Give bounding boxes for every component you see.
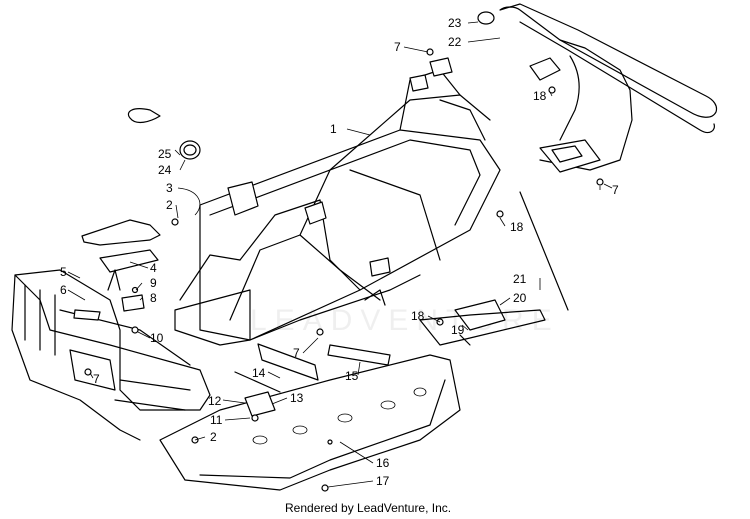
callout-18: 18 (510, 220, 524, 234)
callout-labels: 23 22 7 18 1 25 24 3 2 7 18 4 5 6 9 8 10… (60, 16, 619, 488)
callout-2: 2 (166, 198, 173, 212)
callout-25: 25 (158, 147, 172, 161)
callout-7: 7 (293, 346, 300, 360)
callout-23: 23 (448, 16, 462, 30)
rear-rack (477, 3, 718, 173)
callout-8: 8 (150, 291, 157, 305)
callout-5: 5 (60, 265, 67, 279)
fasteners (84, 48, 604, 492)
callout-18: 18 (533, 89, 547, 103)
callout-21: 21 (513, 272, 527, 286)
skid-plate (159, 343, 461, 491)
callout-7: 7 (612, 183, 619, 197)
right-components (419, 191, 569, 346)
callout-6: 6 (60, 283, 67, 297)
callout-7: 7 (394, 40, 401, 54)
callout-2: 2 (210, 430, 217, 444)
callout-16: 16 (376, 456, 390, 470)
callout-10: 10 (150, 331, 164, 345)
callout-3: 3 (166, 181, 173, 195)
callout-4: 4 (150, 261, 157, 275)
credit-text: Rendered by LeadVenture, Inc. (285, 501, 451, 515)
callout-14: 14 (252, 366, 266, 380)
callout-9: 9 (150, 276, 157, 290)
callout-1: 1 (330, 122, 337, 136)
callout-20: 20 (513, 291, 527, 305)
leader-lines (67, 21, 613, 488)
callout-19: 19 (451, 323, 465, 337)
main-frame (174, 57, 501, 346)
callout-12: 12 (208, 394, 222, 408)
callout-11: 11 (210, 413, 223, 427)
callout-17: 17 (376, 474, 390, 488)
callout-24: 24 (158, 163, 172, 177)
front-bumper (11, 269, 211, 441)
callout-15: 15 (345, 369, 359, 383)
callout-13: 13 (290, 391, 304, 405)
callout-18: 18 (411, 309, 425, 323)
watermark-text: LEADVENTURE (250, 304, 560, 337)
callout-7: 7 (93, 372, 100, 386)
front-brackets (81, 108, 201, 334)
callout-22: 22 (448, 35, 462, 49)
